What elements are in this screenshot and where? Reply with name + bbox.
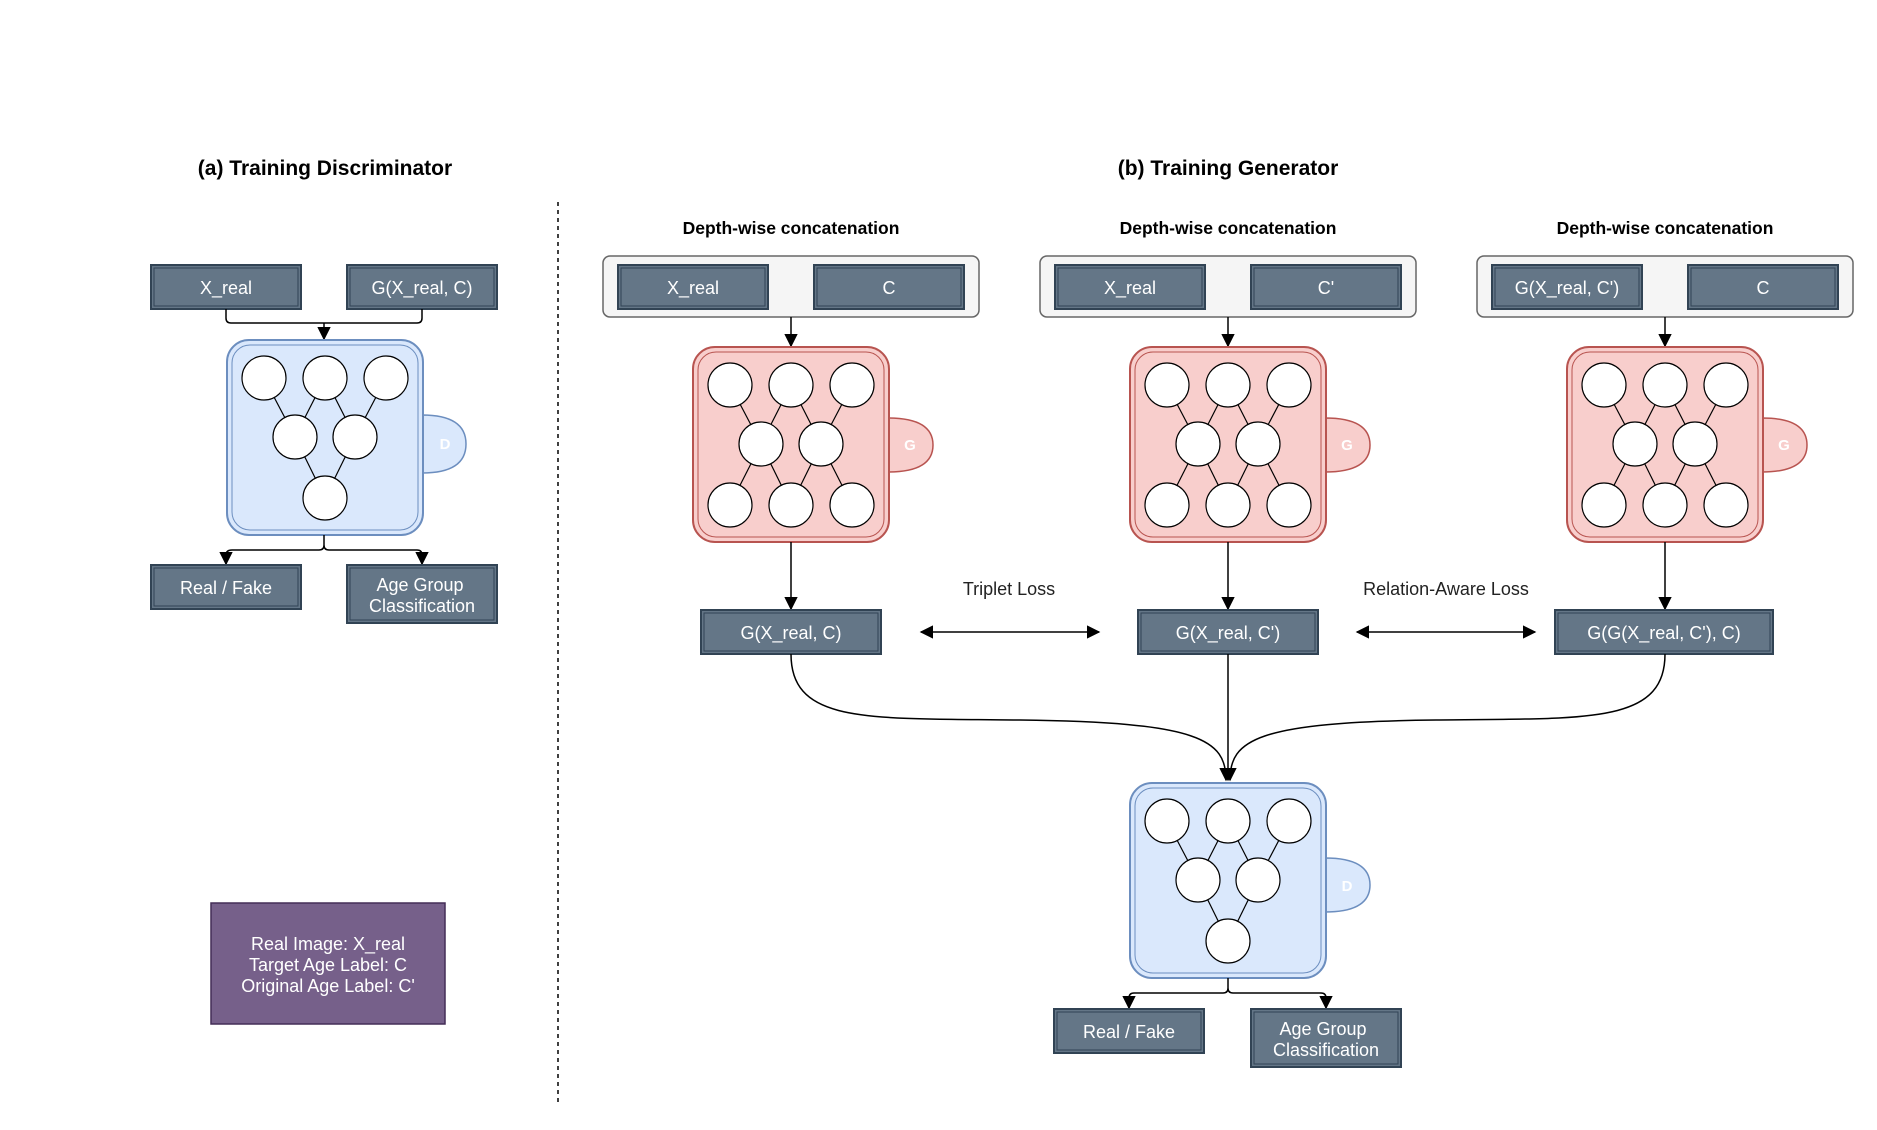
svg-text:G(X_real, C): G(X_real, C) [740,623,841,644]
disc-b-output-real-fake-box: Real / Fake [1053,1008,1205,1054]
disc-input-fake-box: G(X_real, C) [346,264,498,310]
branch2-input-x-real-box: X_real [1054,264,1206,310]
gen-tag-3: G [1778,437,1790,454]
branch2-output-box: G(X_real, C') [1137,609,1319,655]
svg-text:Real / Fake: Real / Fake [1083,1022,1175,1042]
svg-text:X_real: X_real [667,278,719,299]
concat-container-1: X_real C [602,255,980,318]
legend-line-2: Target Age Label: C [249,955,407,975]
discriminator-title: (a) Training Discriminator [198,157,452,180]
relation-aware-loss-label: Relation-Aware Loss [1363,579,1529,599]
svg-text:Real / Fake: Real / Fake [180,578,272,598]
discriminator-network-b: D [1129,782,1371,979]
svg-text:C: C [1757,278,1770,298]
branch3-input-c-box: C [1687,264,1839,310]
disc-tag-b: D [1342,878,1353,895]
branch1-output-box: G(X_real, C) [700,609,882,655]
disc-input-x-real-box: X_real [150,264,302,310]
disc-input-bracket [225,309,423,324]
branch3-input-fake-box: G(X_real, C') [1491,264,1643,310]
gen-tag-1: G [904,437,916,454]
generator-network-2: G [1129,346,1371,543]
svg-text:Classification: Classification [369,596,475,616]
triplet-loss-label: Triplet Loss [963,579,1055,599]
svg-text:G(X_real, C'): G(X_real, C') [1176,623,1280,644]
branch2-input-c-prime-box: C' [1250,264,1402,310]
discriminator-network-a: D [226,339,467,536]
branch1-input-x-real-box: X_real [617,264,769,310]
disc-b-output-age-class-box: Age Group Classification [1250,1008,1402,1068]
merge-curve-left [790,653,1233,782]
concat-label-2: Depth-wise concatenation [1120,218,1337,238]
svg-text:C: C [883,278,896,298]
svg-text:C': C' [1318,278,1334,298]
svg-text:G(X_real, C'): G(X_real, C') [1515,278,1619,299]
gen-tag-2: G [1341,437,1353,454]
svg-text:X_real: X_real [1104,278,1156,299]
disc-output-real-fake-box: Real / Fake [150,564,302,610]
concat-container-3: G(X_real, C') C [1476,255,1854,318]
disc-output-age-class-box: Age Group Classification [346,564,498,624]
generator-title: (b) Training Generator [1118,157,1339,180]
concat-label-3: Depth-wise concatenation [1557,218,1774,238]
disc-tag-a: D [440,436,451,453]
generator-network-1: G [692,346,934,543]
merge-curve-right [1223,653,1666,782]
svg-text:Age Group: Age Group [1279,1019,1366,1039]
svg-text:G(G(X_real, C'), C): G(G(X_real, C'), C) [1587,623,1740,644]
svg-text:Classification: Classification [1273,1040,1379,1060]
svg-text:X_real: X_real [200,278,252,299]
concat-container-2: X_real C' [1039,255,1417,318]
legend-box: Real Image: X_real Target Age Label: C O… [210,902,446,1025]
svg-text:Age Group: Age Group [376,575,463,595]
disc-b-output-bracket [1128,978,1327,1006]
branch1-input-c-box: C [813,264,965,310]
generator-network-3: G [1566,346,1808,543]
branch3-output-box: G(G(X_real, C'), C) [1554,609,1774,655]
legend-line-1: Real Image: X_real [251,934,405,955]
concat-label-1: Depth-wise concatenation [683,218,900,238]
disc-output-bracket [225,535,423,563]
svg-text:G(X_real, C): G(X_real, C) [371,278,472,299]
legend-line-3: Original Age Label: C' [241,976,415,996]
